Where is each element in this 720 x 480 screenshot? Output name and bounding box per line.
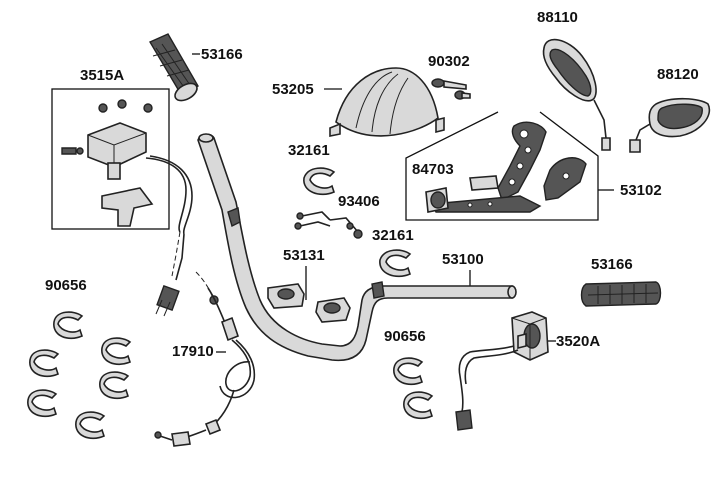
handlebar-part	[197, 133, 517, 362]
label-53205: 53205	[272, 81, 314, 98]
bands-left-part	[27, 311, 132, 440]
clip-upper-part	[303, 167, 336, 196]
clip-lower-part	[379, 249, 412, 278]
mirror-left-part	[542, 38, 611, 151]
bracket-part	[425, 121, 587, 213]
label-90302: 90302	[428, 53, 470, 70]
label-3515A: 3515A	[80, 67, 124, 84]
grip-left-part	[148, 33, 199, 102]
switch-right-part	[455, 311, 549, 431]
label-53166-right: 53166	[591, 256, 633, 273]
clamp-part	[267, 283, 351, 323]
cable-part	[154, 271, 256, 447]
label-88120: 88120	[657, 66, 699, 83]
label-90656-right: 90656	[384, 328, 426, 345]
grip-right-part	[580, 281, 662, 307]
mirror-right-part	[629, 97, 711, 153]
label-84703: 84703	[412, 161, 454, 178]
windscreen-part	[329, 67, 445, 137]
label-88110: 88110	[537, 9, 578, 26]
bands-right-part	[393, 357, 434, 420]
label-32161-upper: 32161	[288, 142, 330, 159]
throttle-box	[51, 88, 170, 230]
screw-90302-part	[431, 78, 471, 100]
label-90656-left: 90656	[45, 277, 87, 294]
label-53102: 53102	[620, 182, 662, 199]
label-93406: 93406	[338, 193, 380, 210]
throttle-part	[61, 99, 193, 317]
label-17910: 17910	[172, 343, 214, 360]
bolt-93406-part	[294, 211, 363, 239]
label-32161-lower: 32161	[372, 227, 414, 244]
label-3520A: 3520A	[556, 333, 600, 350]
label-53100: 53100	[442, 251, 484, 268]
label-53166-top: 53166	[201, 46, 243, 63]
label-53131: 53131	[283, 247, 325, 264]
